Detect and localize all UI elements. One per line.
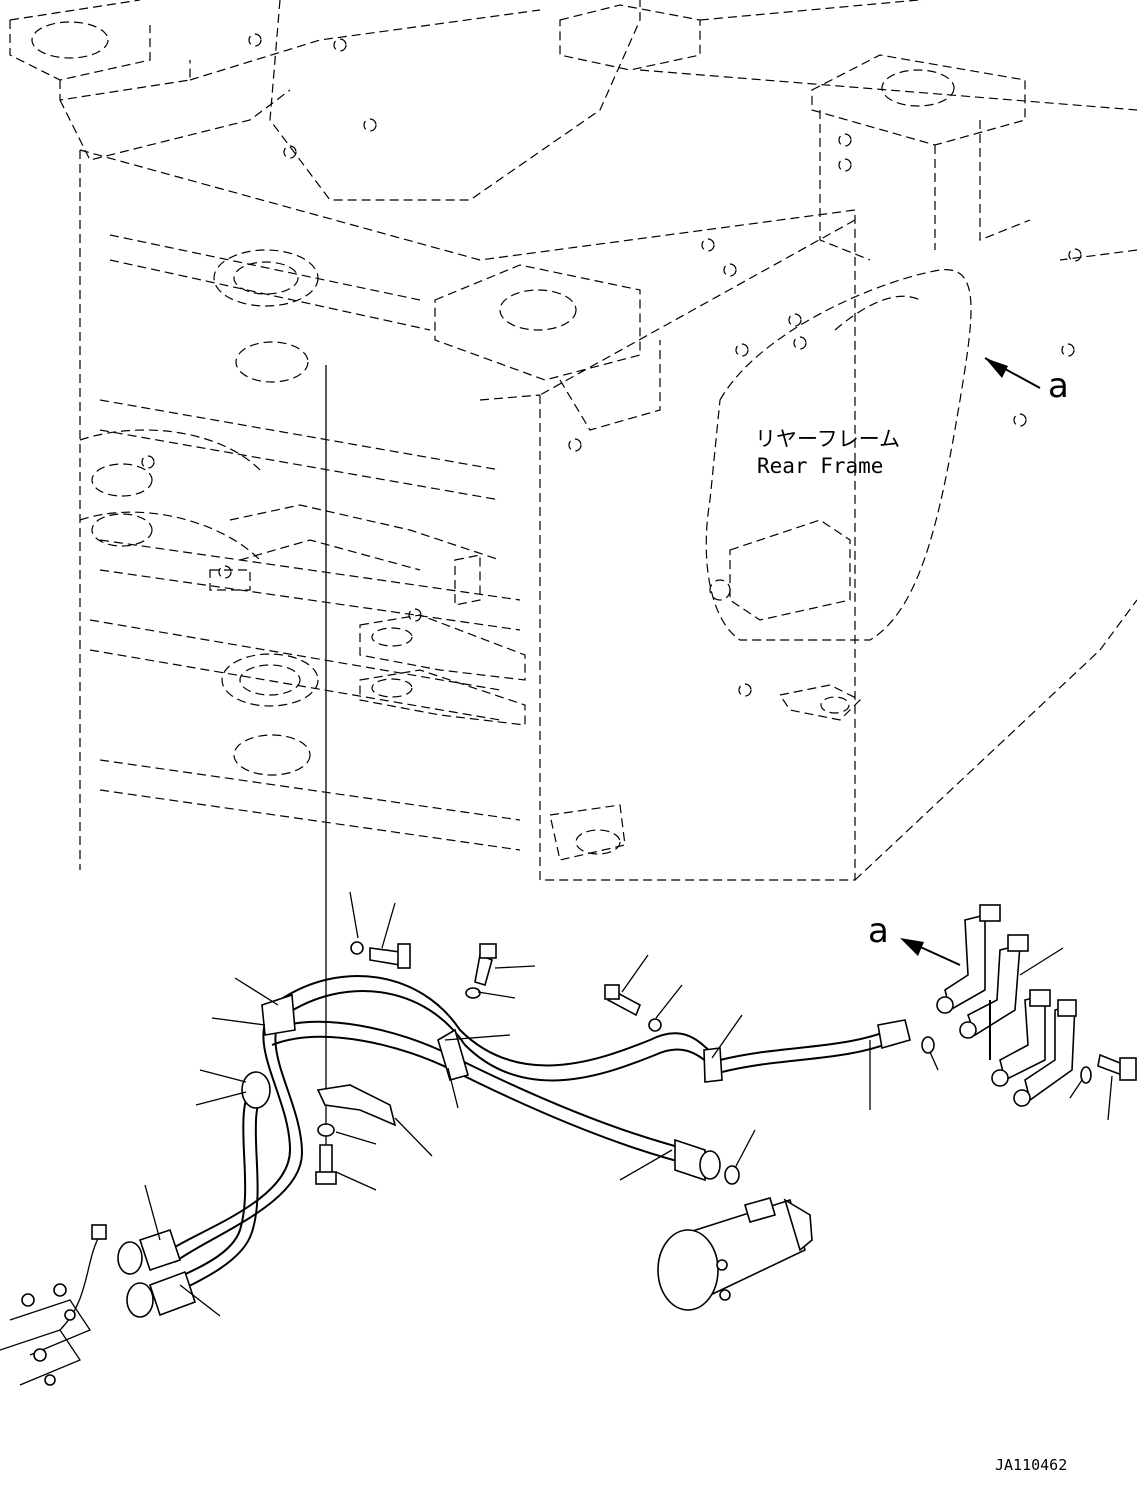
hose-assembly: [117, 941, 1137, 1318]
view-arrow-bottom: [900, 938, 961, 966]
rear-frame: [9, 0, 1137, 881]
frame-label-en: Rear Frame: [757, 454, 883, 478]
frame-label-jp: リヤーフレーム: [755, 427, 900, 451]
left-connectors: [0, 1224, 107, 1386]
view-arrow-top: [984, 357, 1041, 389]
starter-motor: [657, 1197, 813, 1311]
callout-leaders: [144, 891, 1113, 1317]
manifold-block: [936, 904, 1077, 1107]
drawing-id: JA110462: [995, 1456, 1067, 1474]
view-label-bottom: a: [868, 911, 889, 951]
view-label-top: a: [1048, 366, 1069, 406]
